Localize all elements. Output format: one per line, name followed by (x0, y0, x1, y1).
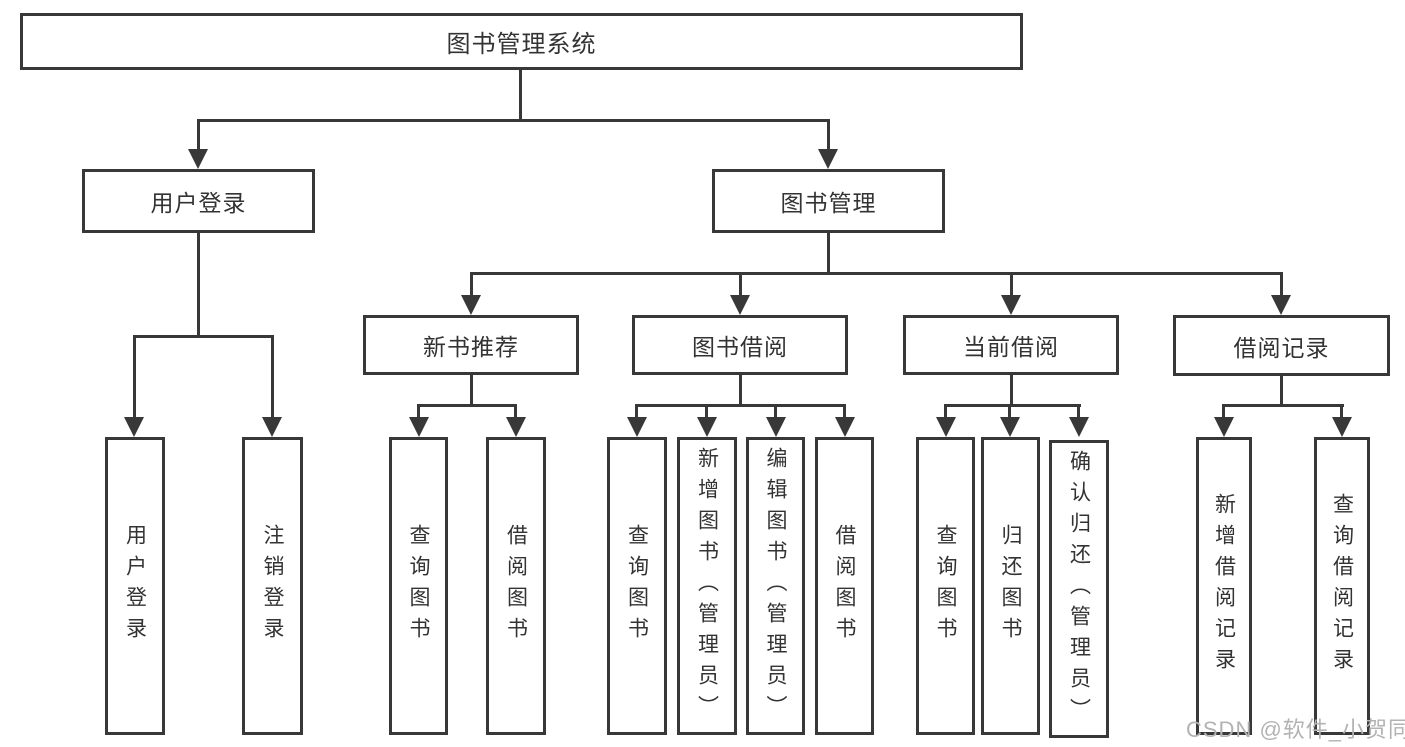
node-user-login: 用户登录 (82, 169, 315, 233)
leaf-add-books-admin: 新增图书（管理员） (677, 437, 737, 735)
connector-line (514, 404, 517, 419)
leaf-label: 编辑图书（管理员） (764, 446, 788, 726)
leaf-label: 查询图书 (625, 524, 649, 648)
leaf-user-login: 用户登录 (105, 437, 165, 735)
leaf-borrow-books-borrowing: 借阅图书 (815, 437, 874, 735)
node-borrowing-records: 借阅记录 (1173, 315, 1390, 376)
leaf-label: 注销登录 (261, 524, 285, 648)
connector-line (1077, 404, 1080, 419)
connector-line (1010, 375, 1013, 406)
leaf-add-borrow-record: 新增借阅记录 (1196, 437, 1252, 735)
arrow-down-icon (936, 417, 956, 437)
node-book-management: 图书管理 (712, 169, 945, 233)
arrow-down-icon (1214, 417, 1234, 437)
leaf-label: 新增借阅记录 (1212, 493, 1236, 679)
arrow-down-icon (766, 417, 786, 437)
connector-line (705, 404, 708, 419)
arrow-down-icon (1271, 295, 1291, 315)
connector-line (1223, 404, 1344, 407)
arrow-down-icon (1001, 295, 1021, 315)
leaf-label: 新增图书（管理员） (695, 446, 719, 726)
arrow-down-icon (835, 417, 855, 437)
connector-line (1280, 375, 1283, 406)
connector-line (827, 119, 830, 151)
connector-line (1222, 404, 1225, 419)
node-book-borrowing: 图书借阅 (632, 315, 848, 375)
leaf-logout: 注销登录 (242, 437, 303, 735)
connector-line (1008, 404, 1011, 419)
arrow-down-icon (262, 417, 282, 437)
leaf-label: 查询图书 (934, 524, 958, 648)
connector-line (197, 233, 200, 336)
connector-line (635, 404, 638, 419)
connector-line (739, 272, 742, 296)
arrow-down-icon (461, 295, 481, 315)
leaf-return-books: 归还图书 (981, 437, 1040, 735)
connector-line (636, 404, 846, 407)
connector-line (271, 335, 274, 417)
arrow-down-icon (697, 417, 717, 437)
connector-line (945, 404, 1081, 407)
arrow-down-icon (1000, 417, 1020, 437)
connector-line (944, 404, 947, 419)
leaf-label: 借阅图书 (833, 524, 857, 648)
connector-line (774, 404, 777, 419)
connector-line (519, 70, 522, 119)
connector-line (843, 404, 846, 419)
leaf-query-books-current: 查询图书 (916, 437, 975, 735)
arrow-down-icon (409, 417, 429, 437)
connector-line (1280, 272, 1283, 296)
connector-line (470, 375, 473, 406)
arrow-down-icon (818, 149, 838, 169)
csdn-watermark: CSDN @软件_小贺同学 (1186, 717, 1405, 742)
leaf-label: 借阅图书 (504, 524, 528, 648)
leaf-label: 查询借阅记录 (1330, 493, 1354, 679)
node-new-book-recommendation: 新书推荐 (363, 315, 579, 375)
arrow-down-icon (124, 417, 144, 437)
leaf-label: 归还图书 (999, 524, 1023, 648)
connector-line (827, 233, 830, 275)
connector-line (470, 272, 473, 296)
leaf-edit-books-admin: 编辑图书（管理员） (746, 437, 805, 735)
arrow-down-icon (627, 417, 647, 437)
arrow-down-icon (730, 295, 750, 315)
leaf-query-books-borrowing: 查询图书 (607, 437, 667, 735)
leaf-confirm-return-admin: 确认归还（管理员） (1049, 440, 1109, 738)
arrow-down-icon (188, 149, 208, 169)
leaf-borrow-books-recommend: 借阅图书 (486, 437, 546, 735)
connector-line (1010, 272, 1013, 296)
leaf-label: 确认归还（管理员） (1067, 449, 1091, 729)
arrow-down-icon (1332, 417, 1352, 437)
connector-line (417, 404, 420, 419)
arrow-down-icon (1069, 417, 1089, 437)
arrow-down-icon (506, 417, 526, 437)
node-current-borrowing: 当前借阅 (903, 315, 1119, 375)
leaf-label: 用户登录 (123, 524, 147, 648)
connector-line (470, 272, 1283, 275)
connector-line (1340, 404, 1343, 419)
connector-line (197, 119, 200, 151)
leaf-label: 查询图书 (407, 524, 431, 648)
connector-line (133, 335, 274, 338)
node-library-management-system: 图书管理系统 (20, 13, 1023, 70)
leaf-query-borrow-record: 查询借阅记录 (1314, 437, 1370, 735)
connector-line (197, 119, 830, 122)
connector-line (418, 404, 517, 407)
leaf-query-books-recommend: 查询图书 (389, 437, 448, 735)
connector-line (133, 335, 136, 417)
connector-line (739, 375, 742, 406)
